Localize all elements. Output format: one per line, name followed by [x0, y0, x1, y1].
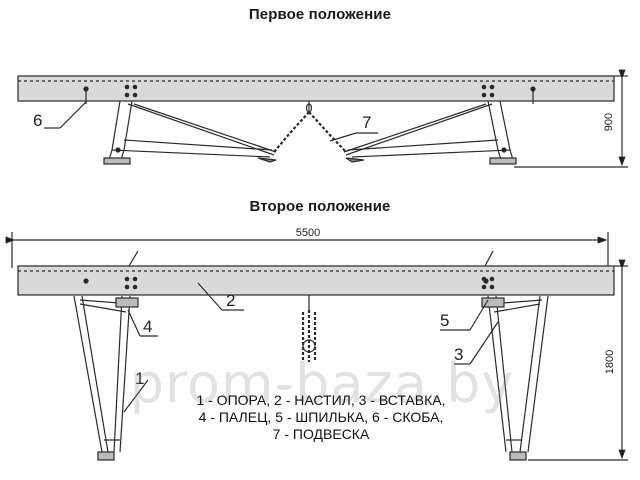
legend-line-3: 7 - ПОДВЕСКА: [272, 426, 370, 442]
title-first-position: Первое положение: [248, 6, 392, 23]
callout-2: 2: [226, 291, 235, 310]
callout-4: 4: [143, 317, 152, 336]
callout-1: 1: [135, 369, 144, 388]
bolt-group-left-top: [124, 84, 138, 98]
legend: 1 - ОПОРА, 2 - НАСТИЛ, 3 - ВСТАВКА, 4 - …: [168, 392, 474, 443]
hanger-first: [273, 101, 347, 153]
legend-line-2: 4 - ПАЛЕЦ, 5 - ШПИЛЬКА, 6 - СКОБА,: [198, 409, 444, 425]
leg-right-unfolded: [481, 295, 549, 461]
second-position-drawing: [5, 232, 628, 461]
bolt-group-right-top: [481, 84, 495, 98]
deck-bottom: [17, 265, 615, 296]
dim-5500: 5500: [296, 227, 320, 239]
dim-900: 900: [603, 113, 615, 131]
callout-7: 7: [362, 113, 371, 132]
callout-3: 3: [454, 345, 463, 364]
bolt-group-left-bottom: [124, 276, 138, 290]
folded-leg-right: [343, 100, 517, 165]
hanger-second: [301, 295, 317, 362]
callout-5: 5: [440, 311, 449, 330]
dim-1800: 1800: [604, 350, 616, 374]
first-position-drawing: [17, 69, 628, 168]
bolt-group-right-bottom: [481, 276, 495, 290]
deck-top: [17, 75, 615, 102]
leg-left-unfolded: [73, 295, 139, 461]
title-second-position: Второе положение: [249, 198, 391, 215]
callout-6: 6: [33, 111, 42, 130]
folded-leg-left: [103, 100, 277, 165]
legend-line-1: 1 - ОПОРА, 2 - НАСТИЛ, 3 - ВСТАВКА,: [196, 392, 446, 408]
